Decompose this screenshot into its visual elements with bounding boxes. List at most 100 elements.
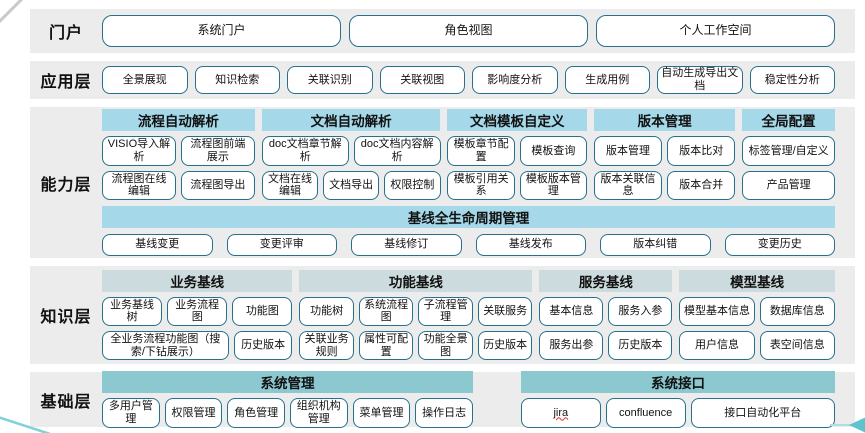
group-header: 业务基线 xyxy=(102,269,293,292)
layer-content-application: 全景展现知识检索关联识别关联视图影响度分析生成用例自动生成导出文档稳定性分析 xyxy=(102,66,855,94)
node-box: confluence xyxy=(605,398,686,428)
layer-label-knowledge: 知识层 xyxy=(40,309,92,326)
node-box-label: 数据库信息 xyxy=(769,305,825,318)
group-header: 全局配置 xyxy=(742,109,835,132)
layer-foundation: 基础层系统管理多用户管理权限管理角色管理组织机构管理菜单管理操作日志 系统接口 ji… xyxy=(30,371,855,428)
node-box: doc文档内容解析 xyxy=(353,136,441,166)
node-box-label: 系统门户 xyxy=(197,23,246,38)
node-box: 接口自动化平台 xyxy=(690,398,835,428)
group-button-row: 模板引用关系模板版本管理 xyxy=(447,170,587,200)
group-row: 业务基线业务基线树业务流程图功能图全业务流程功能图（搜索/下钻展示）历史版本功能… xyxy=(102,269,835,361)
node-box-label: 业务流程图 xyxy=(175,298,220,324)
node-box-label: 文档在线编辑 xyxy=(267,172,312,198)
node-box: 标签管理/自定义 xyxy=(742,136,835,166)
group: 系统管理多用户管理权限管理角色管理组织机构管理菜单管理操作日志 xyxy=(102,371,473,428)
node-box-label: doc文档章节解析 xyxy=(268,138,342,163)
group: 服务基线基本信息服务入参服务出参历史版本 xyxy=(539,269,673,361)
node-box: 关联服务 xyxy=(477,296,533,326)
baseline-header: 基线全生命周期管理 xyxy=(102,205,835,228)
node-box: 子流程管理 xyxy=(418,296,473,326)
node-box: 历史版本 xyxy=(233,331,293,361)
node-box: 产品管理 xyxy=(742,170,835,200)
node-box: 版本管理 xyxy=(593,136,663,166)
layer-portal: 门户系统门户角色视图个人工作空间 xyxy=(30,9,855,53)
node-box-label: 文档导出 xyxy=(329,178,374,191)
node-box: 功能全景图 xyxy=(418,331,473,361)
node-box: 流程图前端展示 xyxy=(180,136,255,166)
group-header: 文档自动解析 xyxy=(261,109,441,132)
node-box: 版本纠错 xyxy=(600,233,711,256)
node-box: 服务出参 xyxy=(539,331,604,361)
node-box-label: 模板查询 xyxy=(531,144,576,157)
node-box: 基线变更 xyxy=(102,233,213,256)
node-box-label: 模型基本信息 xyxy=(683,305,750,318)
group: 文档模板自定义模板章节配置模板查询模板引用关系模板版本管理 xyxy=(447,109,587,200)
layer-knowledge: 知识层业务基线业务基线树业务流程图功能图全业务流程功能图（搜索/下钻展示）历史版… xyxy=(30,266,855,364)
node-box-label: 多用户管理 xyxy=(108,400,153,425)
layer-label-portal: 门户 xyxy=(48,25,83,42)
node-box: 业务流程图 xyxy=(167,296,228,326)
node-box-label: 基线变更 xyxy=(135,238,180,251)
group-button-row: 用户信息 表空间信息 xyxy=(679,331,835,361)
group-button-row: 业务基线树业务流程图功能图 xyxy=(102,296,293,326)
node-box-label: 关联业务规则 xyxy=(304,333,349,358)
node-box: 模型基本信息 xyxy=(679,296,755,326)
group-button-row: 版本关联信息版本合并 xyxy=(593,170,736,200)
node-box: jira xyxy=(520,398,601,428)
node-box-label: VISIO导入解析 xyxy=(107,138,171,163)
node-box-label: 历史版本 xyxy=(618,339,663,352)
node-box: 操作日志 xyxy=(415,398,473,428)
node-box-label: 角色视图 xyxy=(444,23,493,38)
node-box: 基线发布 xyxy=(475,233,586,256)
node-box-label: 自动生成导出文档 xyxy=(661,67,739,92)
node-box-label: 影响度分析 xyxy=(487,73,543,86)
node-box: 功能树 xyxy=(299,296,354,326)
node-box: 版本比对 xyxy=(667,136,736,166)
node-box: 流程图在线编辑 xyxy=(102,170,176,200)
group-button-row: 关联业务规则属性可配置功能全景图历史版本 xyxy=(299,331,533,361)
node-box-label: 流程图前端展示 xyxy=(190,138,246,163)
node-box-label: 模板引用关系 xyxy=(453,172,509,198)
group-header: 系统接口 xyxy=(520,371,835,394)
node-box-label: doc文档内容解析 xyxy=(360,138,434,163)
node-box-label: 版本关联信息 xyxy=(600,172,656,198)
node-box: 服务入参 xyxy=(608,296,673,326)
layer-label-capability: 能力层 xyxy=(40,176,92,194)
node-box: 数据库信息 xyxy=(759,296,835,326)
group-button-row: 标签管理/自定义 xyxy=(742,136,835,166)
node-box: 知识检索 xyxy=(194,66,280,94)
node-box-label: 表空间信息 xyxy=(769,339,825,352)
group-button-row: 基本信息服务入参 xyxy=(539,296,673,326)
node-box-label: 版本比对 xyxy=(679,144,724,157)
node-box: 模板查询 xyxy=(519,136,587,166)
node-box-label: 基线发布 xyxy=(508,238,553,251)
node-box: VISIO导入解析 xyxy=(102,136,176,166)
node-box-label: 历史版本 xyxy=(241,339,286,352)
node-box-label: 用户信息 xyxy=(694,339,739,352)
node-box: 权限控制 xyxy=(384,170,441,200)
node-box: 多用户管理 xyxy=(102,398,160,428)
layer-label-foundation: 基础层 xyxy=(40,393,92,411)
node-box-label: 操作日志 xyxy=(422,406,467,419)
node-box-label: 功能树 xyxy=(310,305,344,318)
node-box-label: 属性可配置 xyxy=(364,333,409,358)
node-box: 功能图 xyxy=(232,296,293,326)
node-box: 文档导出 xyxy=(323,170,380,200)
node-box-label: 权限控制 xyxy=(390,178,435,191)
node-box-label: 模板章节配置 xyxy=(453,138,509,163)
node-box: 业务基线树 xyxy=(102,296,163,326)
node-box: 系统门户 xyxy=(102,15,341,47)
node-box-label: 历史版本 xyxy=(483,339,528,352)
node-box: 模板版本管理 xyxy=(519,170,587,200)
node-box: 文档在线编辑 xyxy=(261,170,319,200)
node-box: 历史版本 xyxy=(608,331,673,361)
group: 功能基线功能树系统流程图子流程管理关联服务关联业务规则属性可配置功能全景图历史版… xyxy=(299,269,533,361)
node-box-label: 服务入参 xyxy=(618,305,663,318)
button-row: 全景展现知识检索关联识别关联视图影响度分析生成用例自动生成导出文档稳定性分析 xyxy=(102,66,835,94)
node-box-label: 知识检索 xyxy=(215,73,260,86)
node-box: 角色管理 xyxy=(227,398,285,428)
